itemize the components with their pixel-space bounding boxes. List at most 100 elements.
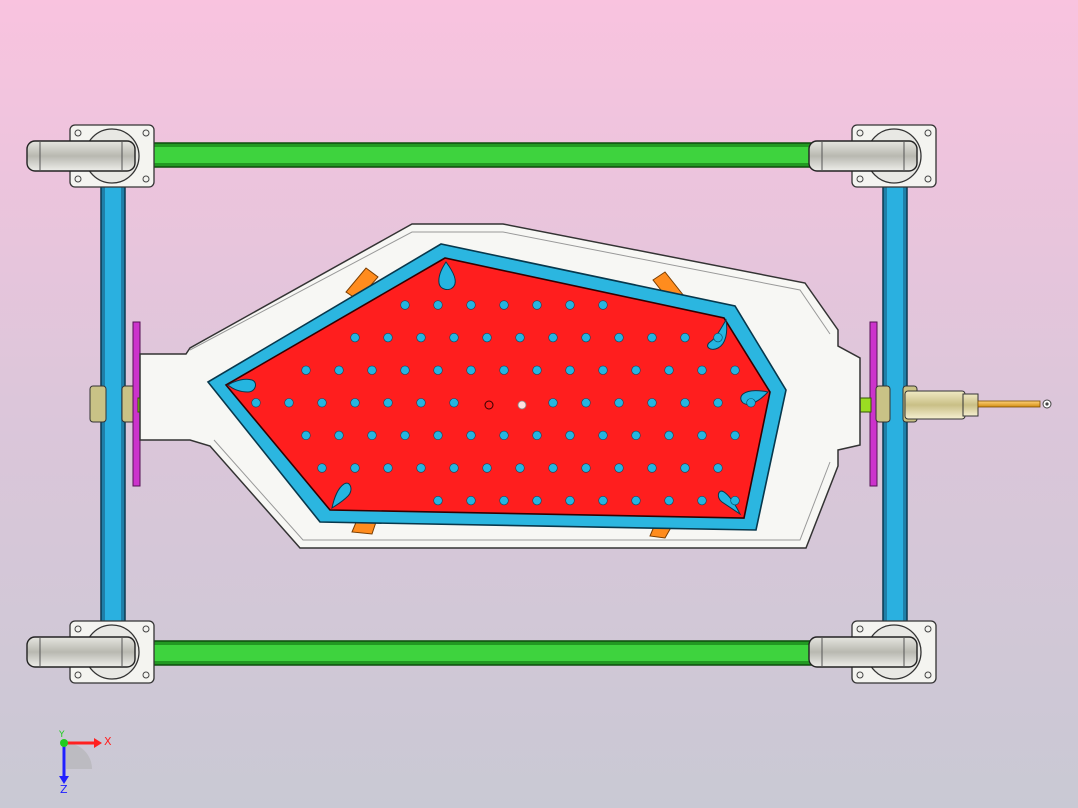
mesh-hole: [598, 300, 608, 310]
frame-post-left: [100, 181, 126, 625]
mesh-hole: [581, 463, 591, 473]
mesh-holes: [251, 300, 756, 506]
mesh-hole: [647, 398, 657, 408]
mesh-hole: [730, 430, 740, 441]
center-marker-origin: [484, 400, 494, 410]
mesh-hole: [581, 333, 591, 343]
mesh-hole: [565, 300, 575, 310]
mesh-hole: [631, 430, 641, 441]
mesh-hole: [581, 398, 591, 408]
mesh-hole: [548, 463, 558, 473]
mesh-plate: [224, 257, 771, 519]
caster-top-left: [26, 124, 155, 188]
mesh-hole: [449, 333, 459, 343]
mesh-hole: [664, 365, 674, 375]
mesh-hole: [598, 365, 608, 375]
mesh-hole: [548, 333, 558, 343]
mesh-hole: [416, 398, 426, 408]
mesh-hole: [515, 333, 525, 343]
carrier-plate-edge: [189, 231, 831, 541]
mesh-hole: [449, 398, 459, 408]
mesh-hole: [548, 398, 558, 408]
mesh-hole: [680, 333, 690, 343]
mesh-hole: [416, 333, 426, 343]
mesh-hole: [416, 463, 426, 473]
mesh-hole: [317, 463, 327, 473]
mesh-hole: [466, 365, 476, 375]
mesh-hole: [565, 430, 575, 441]
mesh-hole: [697, 430, 707, 441]
mesh-hole: [433, 430, 443, 441]
mesh-hole: [284, 398, 294, 408]
center-marker-point: [517, 400, 527, 410]
mesh-hole: [746, 398, 756, 408]
mesh-hole: [532, 496, 542, 506]
mesh-hole: [697, 496, 707, 506]
mesh-hole: [400, 300, 410, 310]
mesh-hole: [647, 333, 657, 343]
mesh-hole: [614, 333, 624, 343]
caster-top-right: [808, 124, 937, 188]
mesh-hole: [482, 463, 492, 473]
mesh-hole: [334, 430, 344, 441]
mesh-hole: [466, 496, 476, 506]
mesh-hole: [317, 398, 327, 408]
mesh-hole: [713, 463, 723, 473]
mesh-hole: [383, 463, 393, 473]
mesh-hole: [350, 463, 360, 473]
mesh-hole: [647, 463, 657, 473]
sensor-probe: [904, 390, 1052, 420]
mesh-hole: [400, 365, 410, 375]
mesh-hole: [499, 430, 509, 441]
mesh-hole: [515, 463, 525, 473]
axis-triad: X Y Z: [58, 730, 112, 796]
mesh-hole: [614, 398, 624, 408]
mesh-hole: [367, 430, 377, 441]
mesh-hole: [466, 300, 476, 310]
mesh-hole: [532, 365, 542, 375]
frame-rail-top: [151, 142, 813, 168]
mesh-hole: [334, 365, 344, 375]
mesh-hole: [680, 463, 690, 473]
axis-label-z: Z: [60, 783, 68, 796]
mesh-hole: [598, 430, 608, 441]
mesh-hole: [614, 463, 624, 473]
frame-rail-bottom: [151, 640, 813, 666]
mesh-hole: [482, 333, 492, 343]
mesh-hole: [400, 430, 410, 441]
mesh-hole: [680, 398, 690, 408]
mesh-hole: [713, 333, 723, 343]
mesh-hole: [251, 398, 261, 408]
mesh-hole: [730, 365, 740, 375]
mesh-hole: [301, 365, 311, 375]
mesh-hole: [499, 300, 509, 310]
mesh-hole: [532, 300, 542, 310]
caster-bottom-left: [26, 620, 155, 684]
mesh-hole: [499, 365, 509, 375]
mesh-hole: [532, 430, 542, 441]
mesh-hole: [350, 333, 360, 343]
mesh-hole: [383, 333, 393, 343]
mesh-hole: [433, 496, 443, 506]
mesh-hole: [350, 398, 360, 408]
mesh-hole: [631, 496, 641, 506]
mesh-hole: [697, 365, 707, 375]
mesh-hole: [664, 430, 674, 441]
mesh-hole: [449, 463, 459, 473]
mesh-hole: [565, 365, 575, 375]
mesh-hole: [367, 365, 377, 375]
mesh-hole: [499, 496, 509, 506]
mesh-hole: [730, 496, 740, 506]
caster-bottom-right: [808, 620, 937, 684]
mesh-hole: [713, 398, 723, 408]
mesh-hole: [433, 365, 443, 375]
mesh-hole: [433, 300, 443, 310]
mesh-hole: [383, 398, 393, 408]
mesh-hole: [466, 430, 476, 441]
axis-label-y: Y: [58, 730, 65, 740]
mesh-hole: [301, 430, 311, 441]
axis-label-x: X: [104, 735, 112, 748]
mesh-hole: [565, 496, 575, 506]
